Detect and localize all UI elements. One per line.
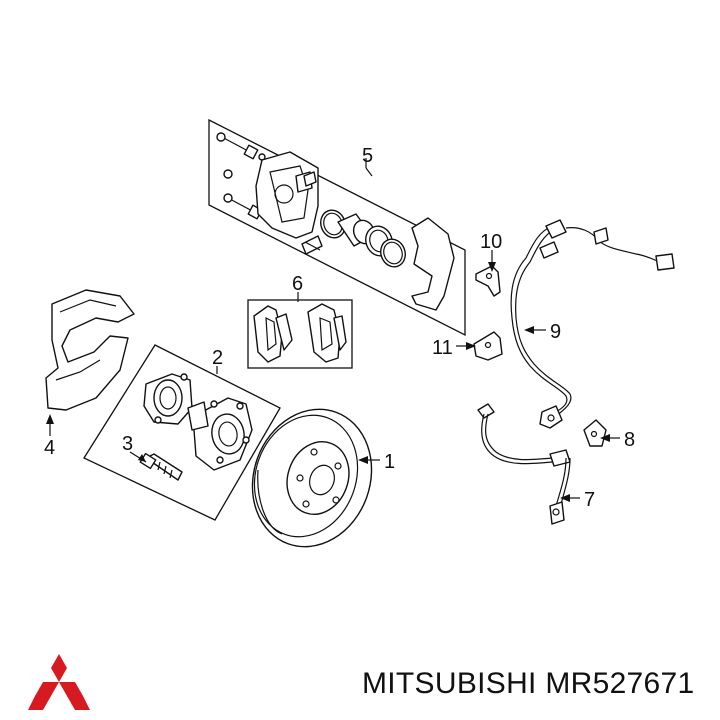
hub-assembly-box [83,344,281,521]
callout-9: 9 [550,321,561,343]
callout-1: 1 [384,451,395,473]
hose-bracket-lower [473,331,503,361]
callout-7: 7 [584,489,595,511]
caliper-bolt [216,132,259,160]
caliper-boot [301,235,323,255]
brake-pad-group [247,299,353,369]
dust-shield [45,289,135,411]
callout-2: 2 [212,347,223,369]
caliper-bracket [411,217,455,311]
caliper-kit-group [208,118,466,337]
callout-3: 3 [122,433,133,455]
callout-6: 6 [292,273,303,295]
callout-8: 8 [624,429,635,451]
part-label: MITSUBISHI MR527671 [362,667,695,701]
leader-lines [46,158,620,502]
callout-10: 10 [480,231,502,253]
abs-sensor-clip [583,419,607,447]
mitsubishi-logo [28,654,90,710]
part-number: MR527671 [545,667,695,700]
hub-assembly-group [83,344,281,521]
hub-bolt [139,452,183,481]
callout-5: 5 [362,145,373,167]
abs-sensor-harness [510,219,675,429]
brake-pad-left [253,305,283,363]
brand-name: MITSUBISHI [362,667,537,700]
brake-rotor [251,408,373,548]
bleeder-screw [223,169,233,179]
hose-bracket-upper [475,265,501,297]
brake-hose [477,403,571,525]
callout-11: 11 [432,337,453,359]
callout-4: 4 [44,437,55,459]
